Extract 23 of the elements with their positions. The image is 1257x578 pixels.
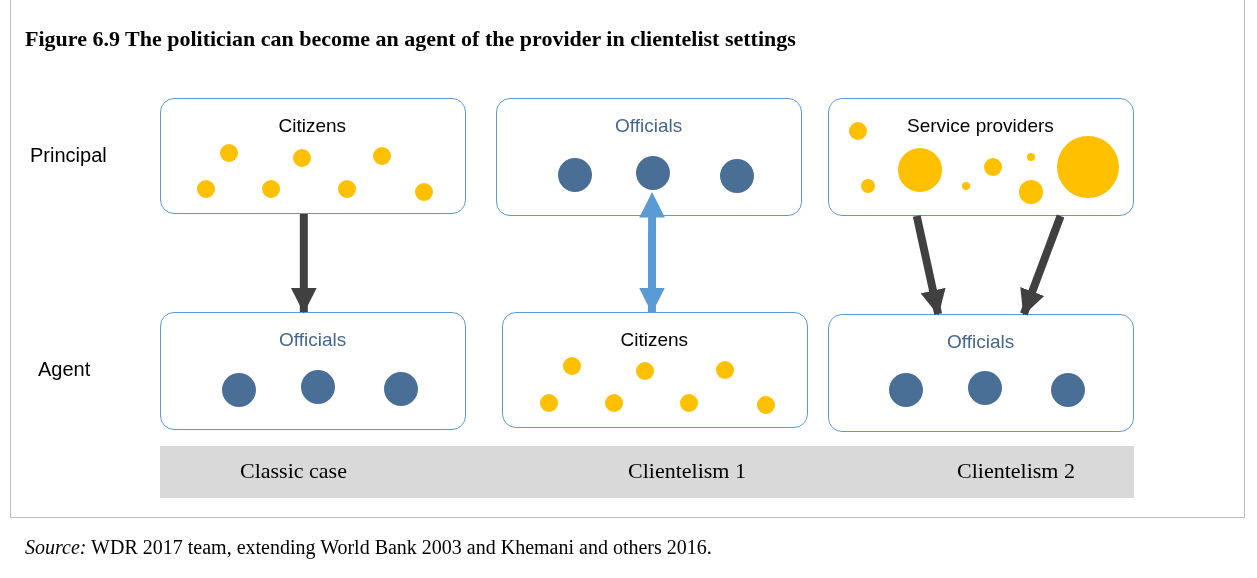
row-label: Principal: [30, 144, 107, 167]
group-box: [160, 312, 466, 430]
column-label: Classic case: [240, 458, 347, 484]
node-label: Officials: [279, 329, 347, 351]
node-label: Officials: [947, 331, 1015, 353]
arrow: [912, 215, 946, 316]
group-box: [502, 312, 808, 428]
row-label: Agent: [38, 358, 91, 381]
group-box: [828, 98, 1134, 216]
source-note: Source: WDR 2017 team, extending World Bank 2003 and Khemani and others 2016.: [25, 536, 712, 559]
arrow: [1020, 214, 1065, 316]
figure-title: Figure 6.9 The politician can become an agent of the provider in clientelist settings: [25, 26, 796, 52]
column-label: Clientelism 2: [957, 458, 1075, 484]
node-label: Service providers: [907, 115, 1054, 137]
arrow: [639, 192, 665, 314]
group-box: [496, 98, 802, 216]
node-label: Citizens: [278, 115, 347, 137]
group-box: [828, 314, 1134, 432]
column-label: Clientelism 1: [628, 458, 746, 484]
node-label: Citizens: [620, 329, 689, 351]
node-label: Officials: [615, 115, 683, 137]
group-box: [160, 98, 466, 214]
arrow: [291, 214, 317, 314]
